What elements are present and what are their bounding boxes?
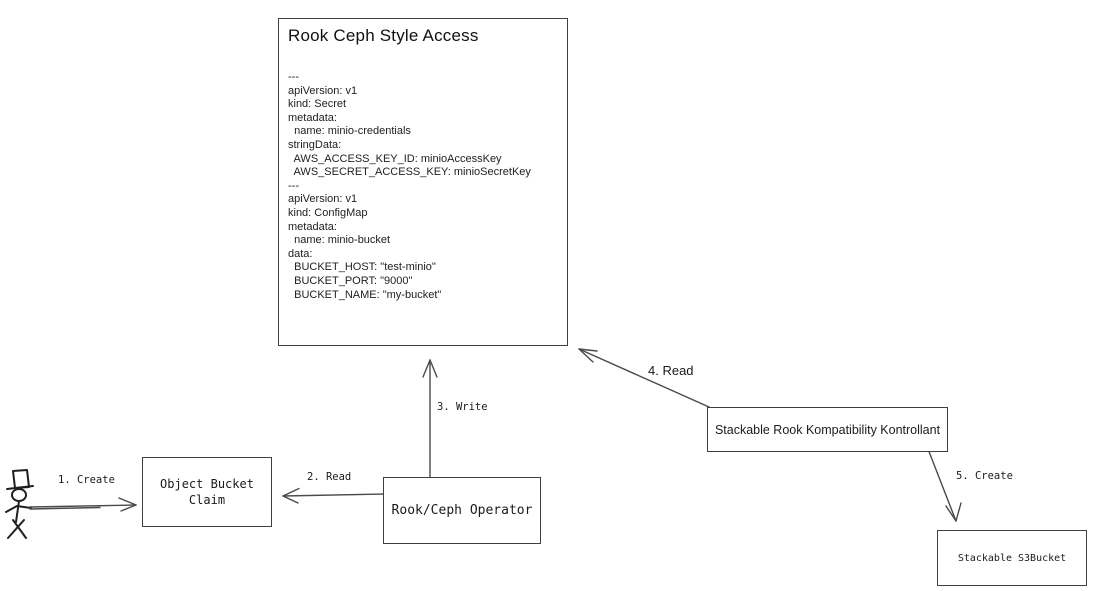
node-title: Rook Ceph Style Access	[288, 26, 479, 45]
edge-label-write-secret: 3. Write	[437, 401, 488, 413]
arrow-read-secret	[578, 348, 710, 408]
edge-label-create-obc: 1. Create	[58, 474, 115, 486]
node-rook-ceph-operator: Rook/Ceph Operator	[383, 477, 541, 544]
arrow-create-obc	[29, 497, 137, 512]
node-stackable-s3bucket: Stackable S3Bucket	[937, 530, 1087, 586]
edge-label-read-obc: 2. Read	[307, 471, 352, 483]
node-label: Stackable S3Bucket	[957, 552, 1067, 564]
arrow-create-s3bucket	[927, 448, 962, 522]
yaml-manifest-text: --- apiVersion: v1 kind: Secret metadata…	[288, 71, 531, 301]
node-rook-ceph-style-access: Rook Ceph Style Access --- apiVersion: v…	[278, 18, 568, 346]
node-object-bucket-claim: Object Bucket Claim	[142, 457, 272, 527]
user-stick-figure-icon	[5, 469, 34, 539]
edge-label-read-secret: 4. Read	[648, 363, 694, 378]
node-label: Stackable Rook Kompatibility Kontrollant	[714, 422, 941, 437]
arrow-write-secret	[422, 359, 438, 478]
node-stackable-kontrollant: Stackable Rook Kompatibility Kontrollant	[707, 407, 948, 452]
arrow-read-obc	[282, 487, 384, 504]
node-label: Rook/Ceph Operator	[391, 503, 533, 518]
edge-label-create-s3bucket: 5. Create	[956, 470, 1013, 482]
node-label: Object Bucket Claim	[160, 477, 254, 507]
